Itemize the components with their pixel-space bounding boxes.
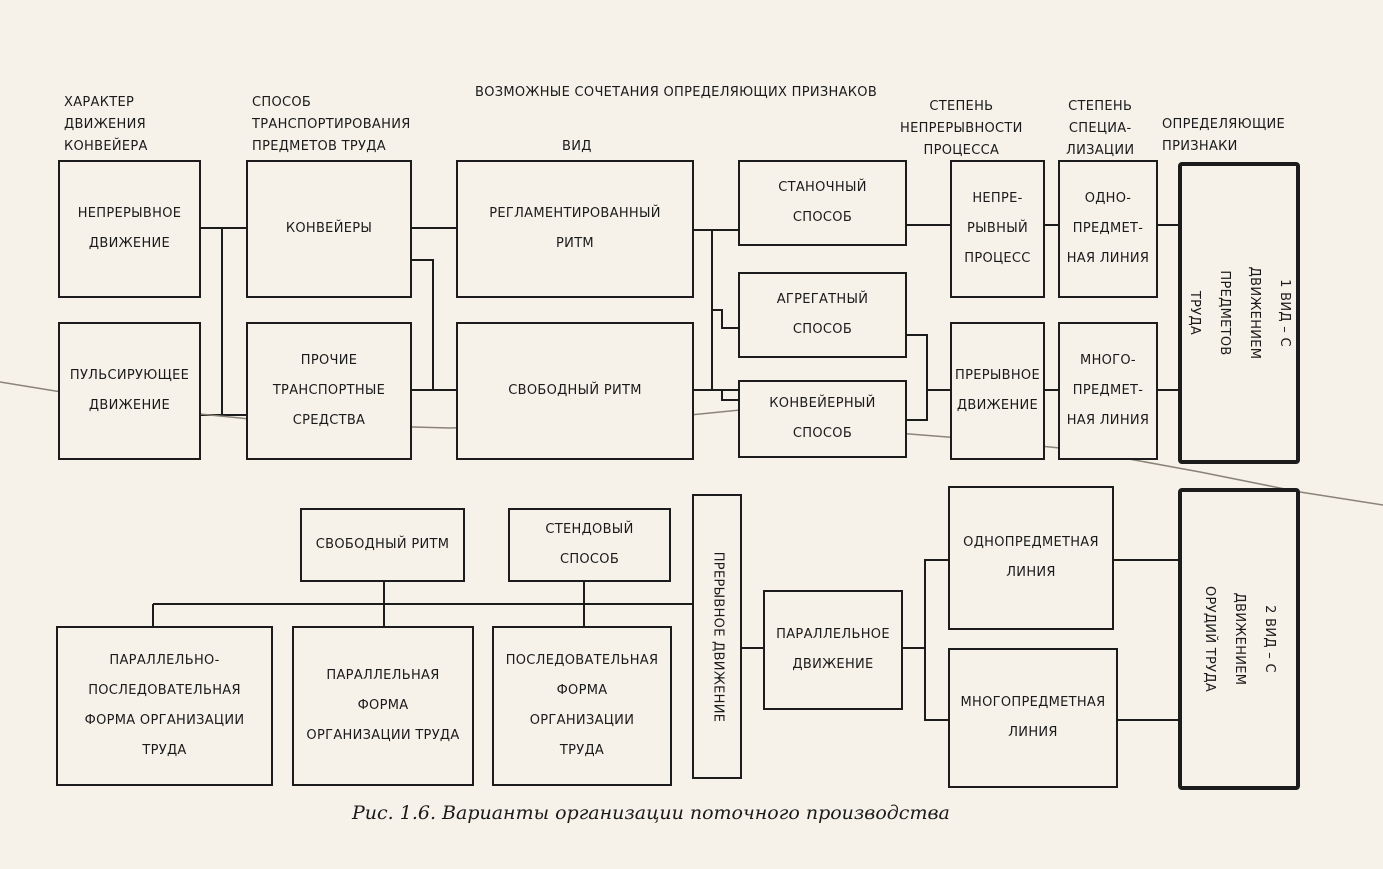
header-transport-method: СПОСОБ ТРАНСПОРТИРОВАНИЯ ПРЕДМЕТОВ ТРУДА <box>252 95 411 154</box>
box-stand-method: СТЕНДОВЫЙ СПОСОБ <box>508 508 671 582</box>
box-parallel-form: ПАРАЛЛЕЛЬНАЯ ФОРМА ОРГАНИЗАЦИИ ТРУДА <box>292 626 474 786</box>
header-continuity: СТЕПЕНЬ НЕПРЕРЫВНОСТИ ПРОЦЕССА <box>900 99 1023 158</box>
header-combinations: ВОЗМОЖНЫЕ СОЧЕТАНИЯ ОПРЕДЕЛЯЮЩИХ ПРИЗНАК… <box>475 85 878 100</box>
box-free-rhythm-bottom: СВОБОДНЫЙ РИТМ <box>300 508 465 582</box>
header-specialization: СТЕПЕНЬ СПЕЦИА- ЛИЗАЦИИ <box>1066 99 1135 158</box>
figure-caption: Рис. 1.6. Варианты организации поточного… <box>352 802 950 824</box>
box-discontinuous-motion-bottom: ПРЕРЫВНОЕ ДВИЖЕНИЕ <box>692 494 742 779</box>
box-single-subject-line-top: ОДНО- ПРЕДМЕТ- НАЯ ЛИНИЯ <box>1058 160 1158 298</box>
box-conveyor-method: КОНВЕЙЕРНЫЙ СПОСОБ <box>738 380 907 458</box>
box-machine-method: СТАНОЧНЫЙ СПОСОБ <box>738 160 907 246</box>
box-sequential-form: ПОСЛЕДОВАТЕЛЬНАЯ ФОРМА ОРГАНИЗАЦИИ ТРУДА <box>492 626 672 786</box>
box-continuous-process: НЕПРЕ- РЫВНЫЙ ПРОЦЕСС <box>950 160 1045 298</box>
box-pulsing-motion: ПУЛЬСИРУЮЩЕЕ ДВИЖЕНИЕ <box>58 322 201 460</box>
box-aggregate-method: АГРЕГАТНЫЙ СПОСОБ <box>738 272 907 358</box>
box-parallel-motion: ПАРАЛЛЕЛЬНОЕ ДВИЖЕНИЕ <box>763 590 903 710</box>
box-multi-subject-line-bottom: МНОГОПРЕДМЕТНАЯ ЛИНИЯ <box>948 648 1118 788</box>
box-discontinuous-motion-top: ПРЕРЫВНОЕ ДВИЖЕНИЕ <box>950 322 1045 460</box>
header-defining: ОПРЕДЕЛЯЮЩИЕ ПРИЗНАКИ <box>1162 117 1286 154</box>
box-conveyors: КОНВЕЙЕРЫ <box>246 160 412 298</box>
box-continuous-motion: НЕПРЕРЫВНОЕ ДВИЖЕНИЕ <box>58 160 201 298</box>
header-conveyor-motion: ХАРАКТЕР ДВИЖЕНИЯ КОНВЕЙЕРА <box>64 95 148 154</box>
box-kind-1: 1 ВИД – С ДВИЖЕНИЕМ ПРЕДМЕТОВ ТРУДА <box>1178 162 1300 464</box>
header-kind: ВИД <box>562 139 592 154</box>
box-regulated-rhythm: РЕГЛАМЕНТИРОВАННЫЙ РИТМ <box>456 160 694 298</box>
box-parallel-sequential-form: ПАРАЛЛЕЛЬНО- ПОСЛЕДОВАТЕЛЬНАЯ ФОРМА ОРГА… <box>56 626 273 786</box>
box-single-subject-line-bottom: ОДНОПРЕДМЕТНАЯ ЛИНИЯ <box>948 486 1114 630</box>
box-free-rhythm: СВОБОДНЫЙ РИТМ <box>456 322 694 460</box>
box-multi-subject-line-top: МНОГО- ПРЕДМЕТ- НАЯ ЛИНИЯ <box>1058 322 1158 460</box>
box-kind-2: 2 ВИД – С ДВИЖЕНИЕМ ОРУДИЙ ТРУДА <box>1178 488 1300 790</box>
box-other-transport: ПРОЧИЕ ТРАНСПОРТНЫЕ СРЕДСТВА <box>246 322 412 460</box>
